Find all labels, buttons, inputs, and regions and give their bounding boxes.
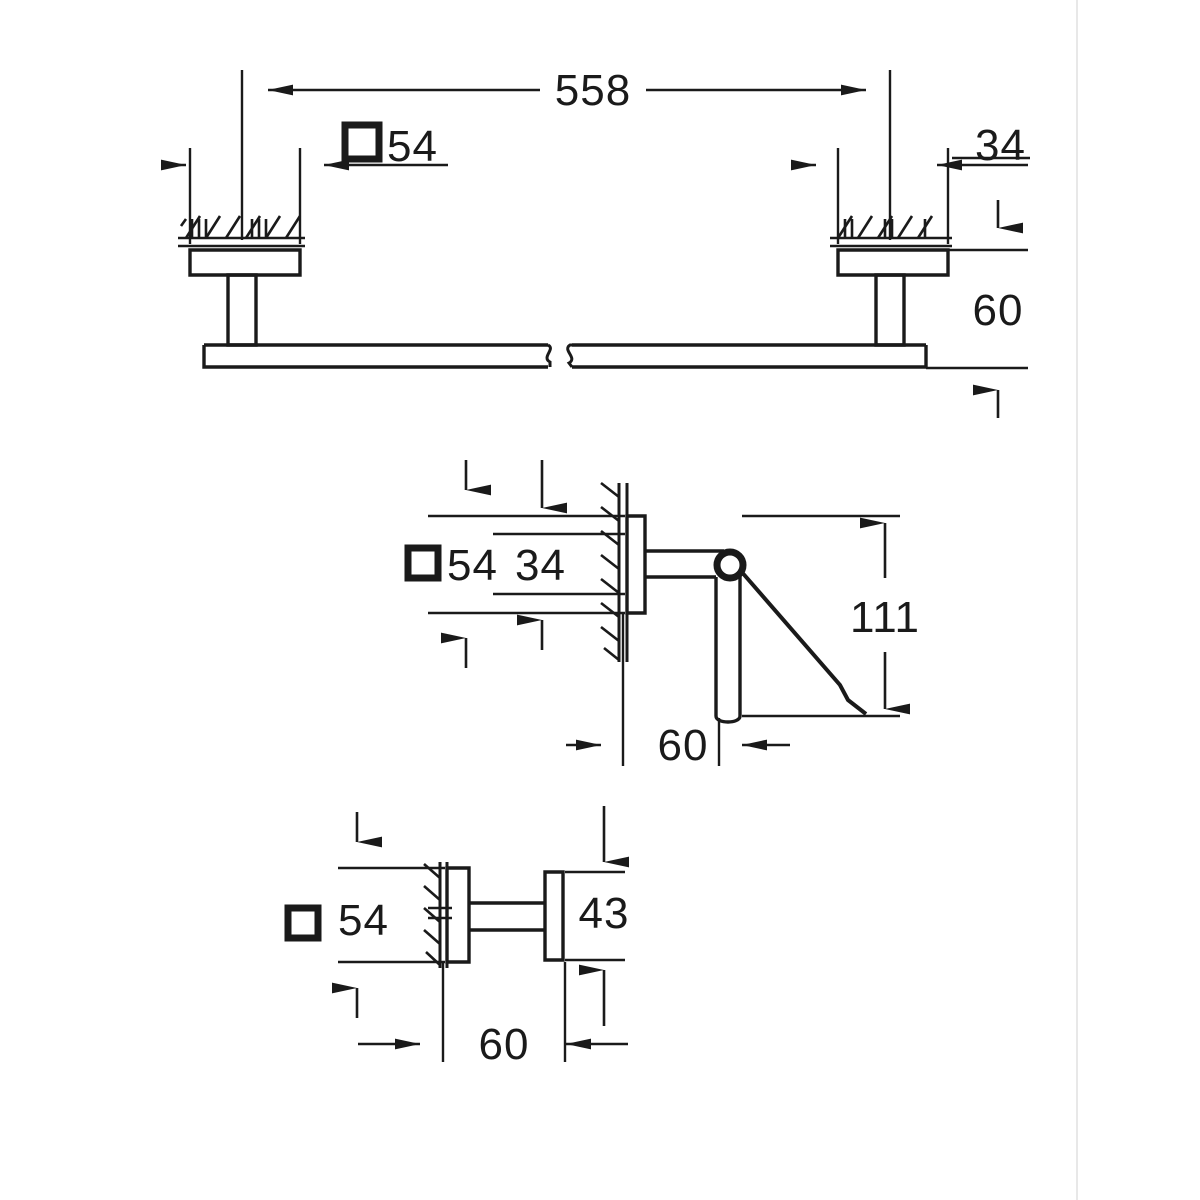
view-paper-holder: 54 34 111 60 <box>404 460 920 770</box>
dim-label-bar-wall-offset: 34 <box>975 121 1026 170</box>
sq-prefix-holder <box>404 544 442 582</box>
paper-holder-witness-lines <box>428 514 900 766</box>
dim-label-hook-projection: 60 <box>479 1020 530 1069</box>
paper-holder-roller-bottom <box>714 715 742 724</box>
paper-holder-cover-flap <box>738 568 868 716</box>
robe-hook-rosette <box>445 866 471 964</box>
dim-label-hook-rosette-height: 54 <box>338 896 389 945</box>
paper-holder-body <box>625 514 868 724</box>
rosette-plate-left <box>188 248 302 277</box>
towel-bar-witness-lines <box>188 70 1030 370</box>
dim-label-holder-height: 111 <box>850 593 920 642</box>
dim-label-holder-projection: 60 <box>658 721 709 770</box>
robe-hook-body <box>445 866 565 964</box>
view-towel-bar: 558 54 34 60 <box>161 66 1030 418</box>
dim-label-bar-rosette-width: 54 <box>387 122 438 171</box>
robe-hook-witness-lines <box>338 866 625 1062</box>
paper-holder-rosette <box>625 514 647 615</box>
rosette-plate-right <box>836 248 950 277</box>
bracket-post-left <box>226 273 258 347</box>
robe-hook-head <box>543 870 565 962</box>
dim-label-bar-depth: 60 <box>973 286 1024 335</box>
bar-break-zigzag <box>545 343 552 367</box>
sq-prefix-hook <box>284 904 322 942</box>
dim-label-hook-head-height: 43 <box>579 889 630 938</box>
bracket-post-right <box>874 273 906 347</box>
view-robe-hook: 54 43 60 <box>284 806 630 1069</box>
dim-label-bar-length: 558 <box>555 66 631 115</box>
dim-label-holder-rosette-depth: 34 <box>515 541 566 590</box>
paper-holder-pivot <box>713 548 747 582</box>
sq-prefix-bar <box>341 121 383 163</box>
dim-label-holder-rosette-height: 54 <box>447 541 498 590</box>
wall-hatching-left <box>178 215 305 248</box>
towel-bar-rail <box>202 343 928 369</box>
